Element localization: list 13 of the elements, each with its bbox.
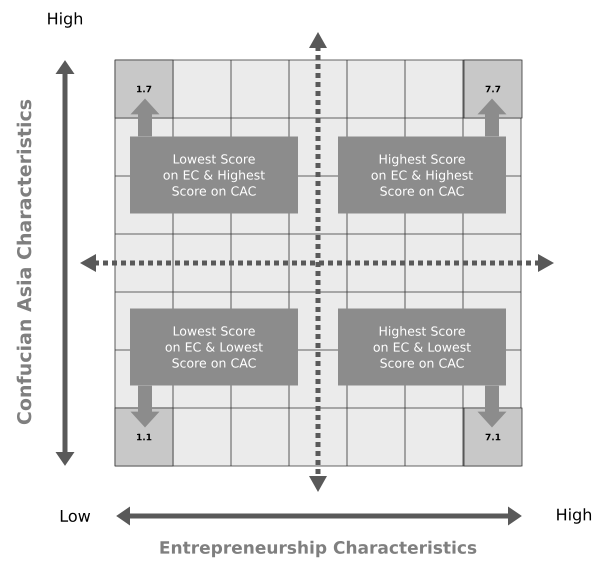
axis-end-label: High (48, 12, 82, 28)
quadrant-box: Highest Score on EC & Lowest Score on CAC (338, 308, 506, 386)
axis-end-label: Low (60, 510, 90, 522)
quadrant-box: Lowest Score on EC & Highest Score on CAC (130, 136, 298, 214)
axis-title: Confucian Asia Characteristics (16, 100, 32, 424)
axis-end-label: High (557, 508, 592, 524)
corner-cell: 7.1 (464, 408, 522, 466)
axis-title: Entrepreneurship Characteristics (160, 540, 476, 558)
corner-cell: 1.7 (114, 60, 174, 118)
corner-cell: 7.7 (464, 60, 522, 118)
quadrant-box: Highest Score on EC & Highest Score on CAC (338, 136, 506, 214)
corner-cell: 1.1 (114, 408, 174, 466)
quadrant-box: Lowest Score on EC & Lowest Score on CAC (130, 308, 298, 386)
